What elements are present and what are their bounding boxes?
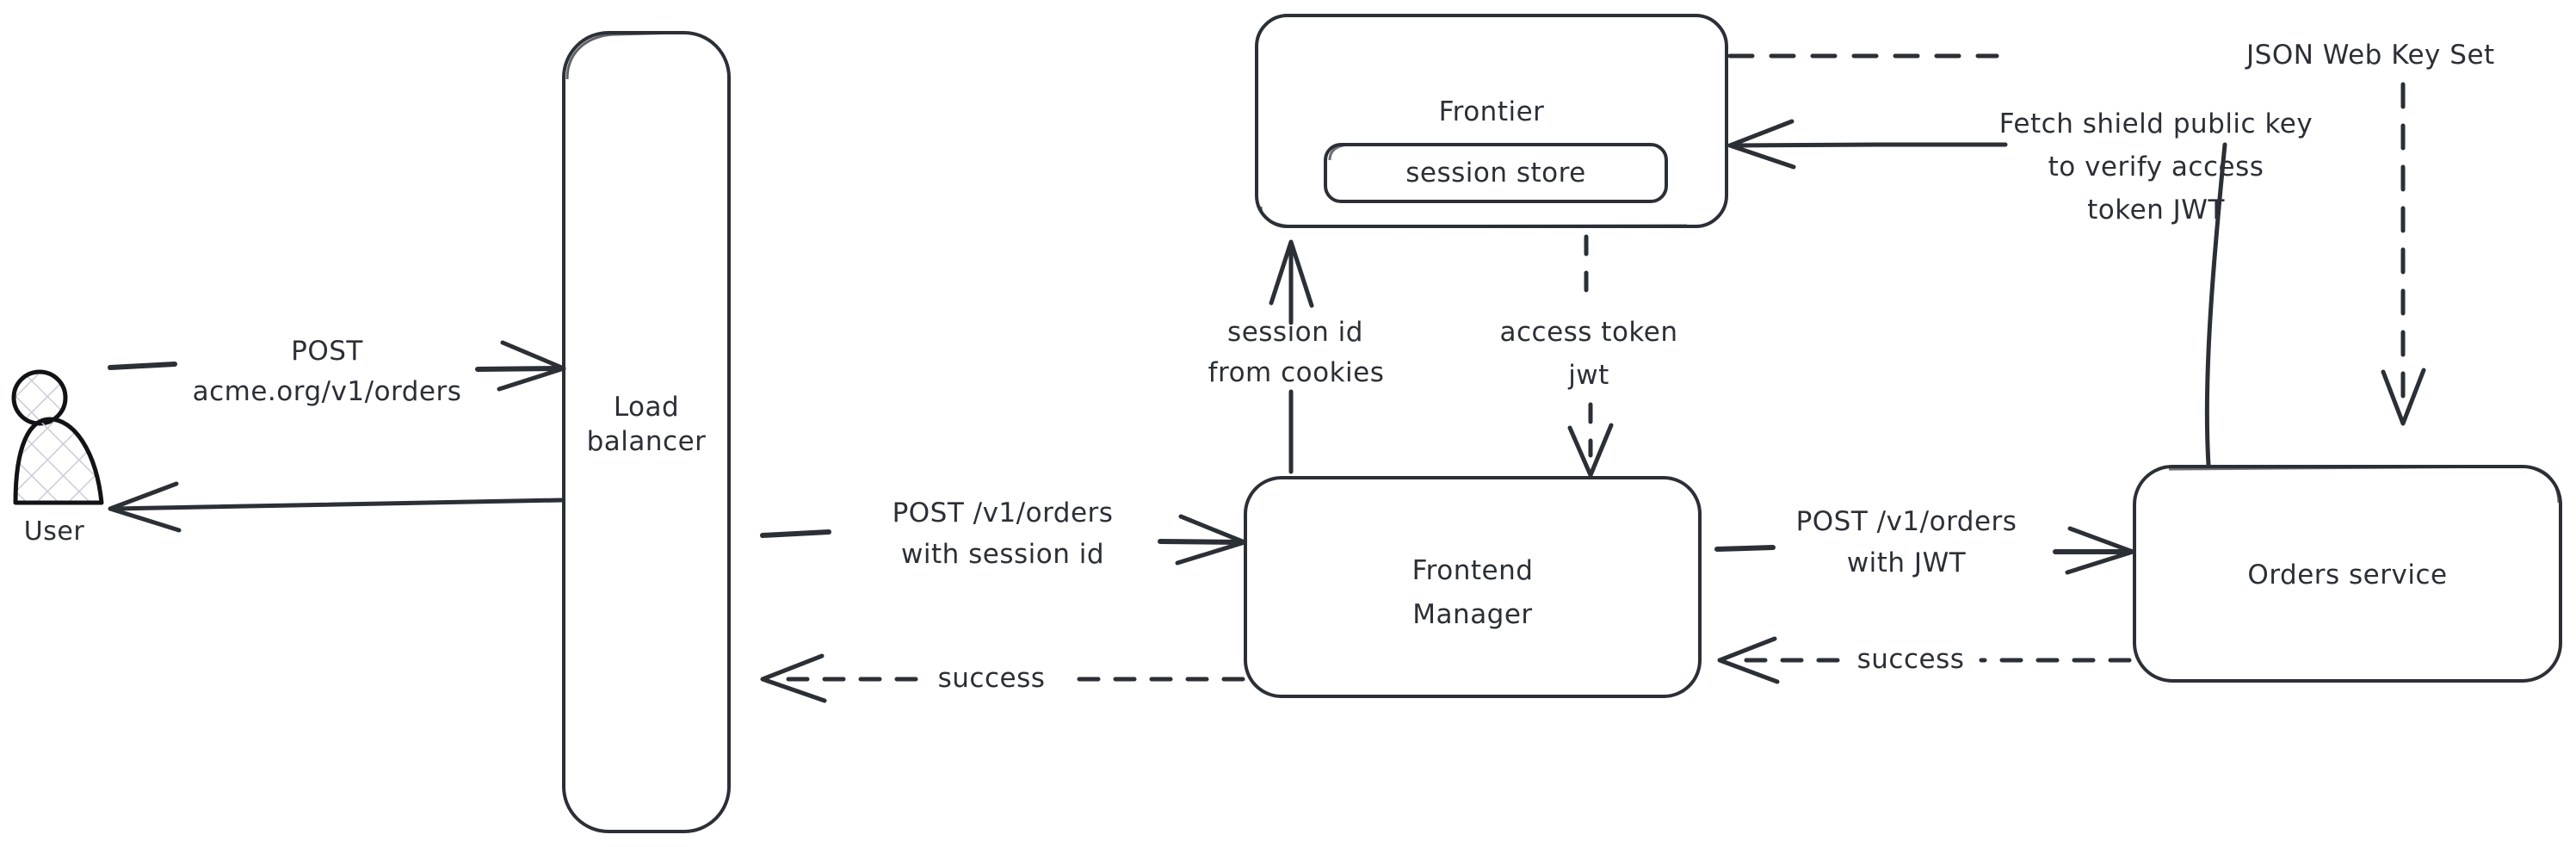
arrowhead-down-icon [1567, 423, 1614, 478]
arrowhead-left-icon [760, 653, 827, 703]
arrowhead-right-icon [497, 340, 566, 392]
user-body-icon [13, 417, 104, 505]
edge-lb-to-fm [760, 514, 1247, 566]
node-orders-service[interactable] [2133, 465, 2562, 683]
node-label-frontend-manager-line2: Manager [1412, 599, 1533, 630]
edge-label-session-id-line2: from cookies [1208, 357, 1385, 388]
node-user[interactable] [11, 369, 104, 505]
arrowhead-left-icon [1727, 119, 1796, 170]
edge-frontier-to-orders-jwks [1727, 53, 2426, 426]
edge-user-to-lb [108, 340, 566, 392]
edge-label-access-token-line2: jwt [1568, 360, 1609, 391]
node-label-orders-service: Orders service [2247, 560, 2448, 590]
edge-lb-to-user [108, 481, 564, 533]
node-label-load-balancer-line2: balancer [586, 426, 707, 457]
edge-label-success-left: success [937, 663, 1046, 694]
edge-fm-to-frontier [1269, 239, 1314, 474]
edge-label-jwks: JSON Web Key Set [2246, 40, 2495, 71]
node-label-session-store: session store [1405, 158, 1586, 189]
edge-label-post-acme-line2: acme.org/v1/orders [192, 376, 462, 407]
node-load-balancer[interactable] [562, 31, 731, 833]
edge-label-post-jwt-line2: with JWT [1846, 547, 1967, 578]
arrowhead-right-icon [2065, 526, 2135, 575]
node-frontend-manager[interactable] [1244, 476, 1702, 698]
arrowhead-left-icon [1717, 636, 1780, 684]
node-label-frontier: Frontier [1438, 96, 1545, 127]
edge-label-access-token-line1: access token [1499, 317, 1678, 348]
edge-fm-to-lb-success [760, 653, 1245, 703]
arrowhead-right-icon [1175, 514, 1247, 566]
node-label-user: User [23, 516, 85, 547]
edge-label-fetch-line2: to verify access [2048, 151, 2264, 182]
edge-label-post-session-line1: POST /v1/orders [892, 498, 1114, 529]
arrowhead-left-icon [108, 481, 182, 533]
edge-label-fetch-line3: token JWT [2087, 195, 2225, 226]
edge-label-post-session-line2: with session id [900, 539, 1105, 570]
edge-orders-to-fm-success [1717, 636, 2132, 684]
node-session-store[interactable] [1324, 143, 1668, 203]
node-label-load-balancer-line1: Load [613, 392, 680, 423]
edge-label-fetch-line1: Fetch shield public key [1998, 108, 2313, 139]
node-label-frontend-manager-line1: Frontend [1412, 555, 1534, 586]
edge-orders-to-frontier [1727, 119, 2227, 467]
edge-fm-to-orders [1714, 526, 2135, 575]
edge-label-success-right: success [1856, 644, 1965, 675]
arrowhead-down-icon [2381, 368, 2426, 426]
user-head-icon [11, 369, 68, 426]
edge-frontier-to-fm [1567, 234, 1614, 478]
arrowhead-up-icon [1269, 239, 1314, 308]
edge-label-post-acme-line1: POST [291, 336, 363, 367]
edge-label-post-jwt-line1: POST /v1/orders [1795, 506, 2017, 537]
edge-label-session-id-line1: session id [1227, 317, 1363, 348]
